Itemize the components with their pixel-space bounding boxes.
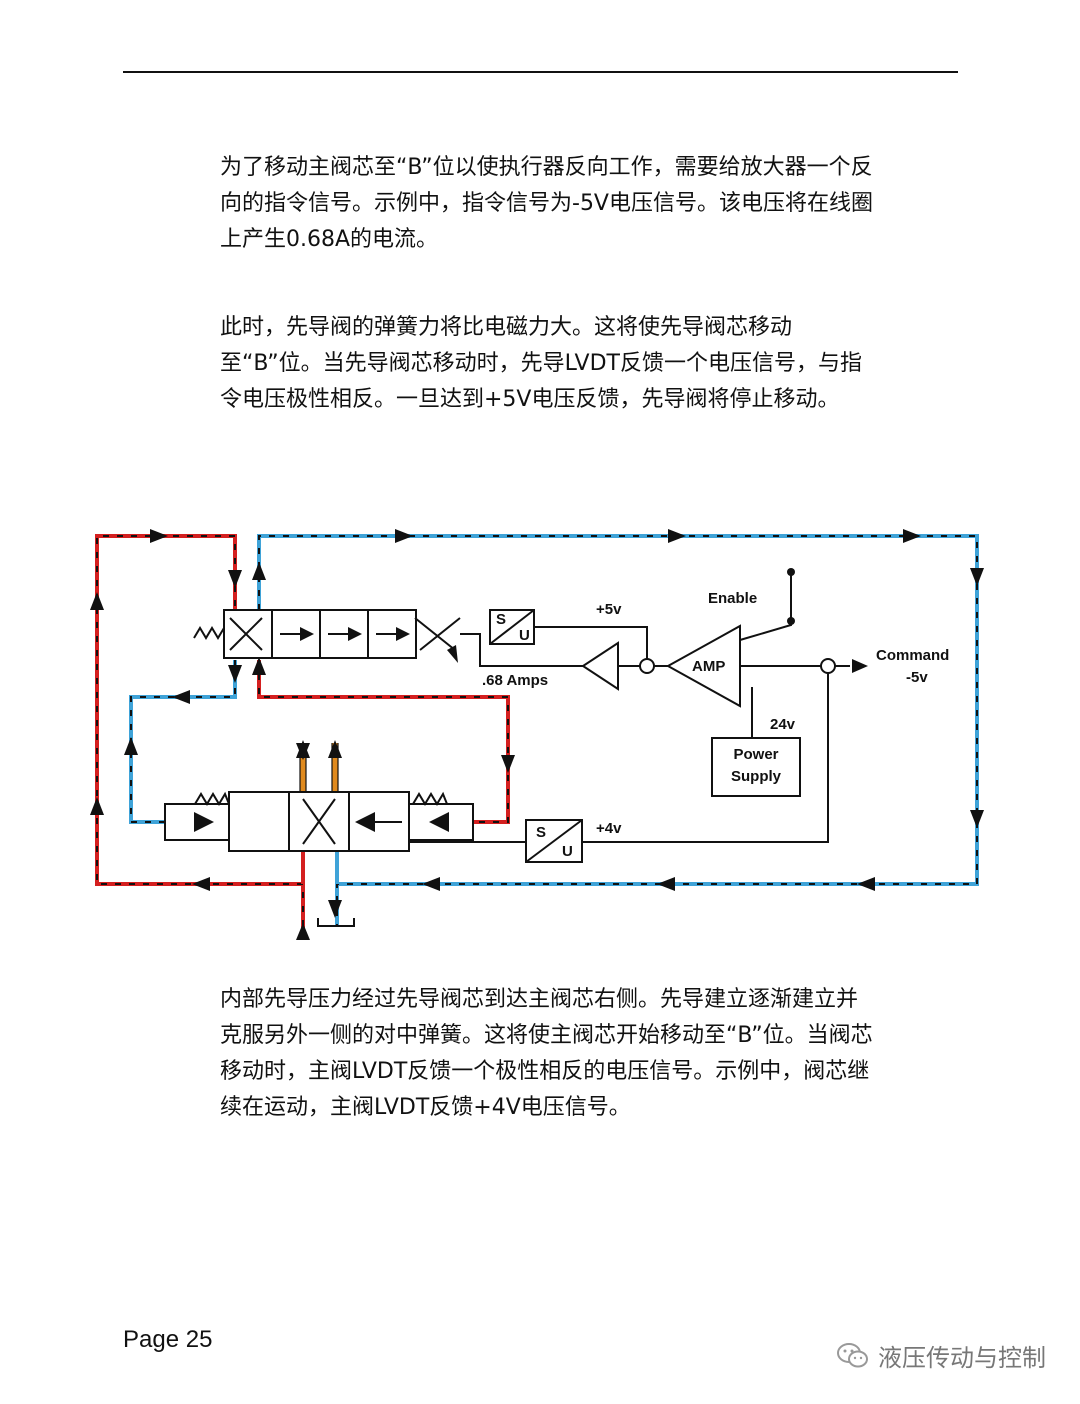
amp-label: AMP <box>692 658 725 675</box>
paragraph-line: 内部先导压力经过先导阀芯到达主阀芯右侧。先导建立逐渐建立并 <box>220 987 859 1012</box>
main-lvdt-transducer: S U <box>525 819 583 863</box>
tank-line-outer <box>257 534 979 925</box>
paragraph-line: 移动时，主阀LVDT反馈一个极性相反的电压信号。示例中，阀芯继 <box>220 1059 870 1084</box>
supply-label: Supply <box>731 768 782 785</box>
paragraph-line: 向的指令信号。示例中，指令信号为-5V电压信号。该电压将在线圈 <box>220 191 873 216</box>
paragraph-line: 克服另外一侧的对中弹簧。这将使主阀芯开始移动至“B”位。当阀芯 <box>220 1023 873 1048</box>
header-rule <box>123 71 958 73</box>
su-s-label: S <box>496 611 506 628</box>
su-u-label: U <box>519 627 530 644</box>
su-u-label: U <box>562 843 573 860</box>
page-number: Page 25 <box>123 1326 213 1353</box>
paragraph-line: 续在运动，主阀LVDT反馈+4V电压信号。 <box>220 1095 631 1120</box>
main-spring-right-icon <box>412 791 448 806</box>
paragraph-3: 内部先导压力经过先导阀芯到达主阀芯右侧。先导建立逐渐建立并 克服另外一侧的对中弹… <box>220 982 960 1126</box>
pilot-feedback-label: +5v <box>596 601 622 618</box>
main-spring-left-icon <box>194 791 230 806</box>
paragraph-line: 为了移动主阀芯至“B”位以使执行器反向工作，需要给放大器一个反 <box>220 155 873 180</box>
coil-current-label: .68 Amps <box>482 672 548 689</box>
signal-wiring <box>405 570 850 843</box>
flow-arrows <box>90 529 984 940</box>
hydraulic-circuit-diagram: S U AMP Power Supply <box>90 529 984 940</box>
watermark: 液压传动与控制 <box>836 1338 1046 1373</box>
paragraph-1: 为了移动主阀芯至“B”位以使执行器反向工作，需要给放大器一个反 向的指令信号。示… <box>220 150 960 258</box>
paragraph-line: 至“B”位。当先导阀芯移动时，先导LVDT反馈一个电压信号，与指 <box>220 351 862 376</box>
pressure-line-outer <box>95 534 305 940</box>
paragraph-line: 令电压极性相反。一旦达到+5V电压反馈，先导阀将停止移动。 <box>220 387 840 412</box>
enable-label: Enable <box>708 590 757 607</box>
pressure-lines <box>95 534 510 940</box>
summing-junction-main <box>820 658 836 674</box>
supply-voltage-label: 24v <box>770 716 796 733</box>
power-label: Power <box>733 746 778 763</box>
summing-junction-pilot <box>639 658 655 674</box>
paragraph-line: 此时，先导阀的弹簧力将比电磁力大。这将使先导阀芯移动 <box>220 315 793 340</box>
tank-symbol <box>317 918 355 927</box>
command-label: Command <box>876 647 949 664</box>
pilot-lvdt-transducer: S U <box>489 609 535 645</box>
coil-driver-amplifier <box>581 641 619 691</box>
main-feedback-label: +4v <box>596 820 622 837</box>
main-valve <box>164 791 474 852</box>
command-value-label: -5v <box>906 669 928 686</box>
pilot-spring-icon <box>193 626 225 640</box>
pilot-valve <box>193 609 461 659</box>
paragraph-line: 上产生0.68A的电流。 <box>220 227 439 252</box>
wechat-icon <box>837 1342 868 1367</box>
watermark-text: 液压传动与控制 <box>878 1344 1046 1372</box>
power-supply: Power Supply <box>711 737 801 797</box>
su-s-label: S <box>536 824 546 841</box>
paragraph-2: 此时，先导阀的弹簧力将比电磁力大。这将使先导阀芯移动 至“B”位。当先导阀芯移动… <box>220 310 960 418</box>
amplifier: AMP <box>665 624 741 708</box>
tank-line-pilot <box>129 660 237 824</box>
tank-lines <box>129 534 979 925</box>
